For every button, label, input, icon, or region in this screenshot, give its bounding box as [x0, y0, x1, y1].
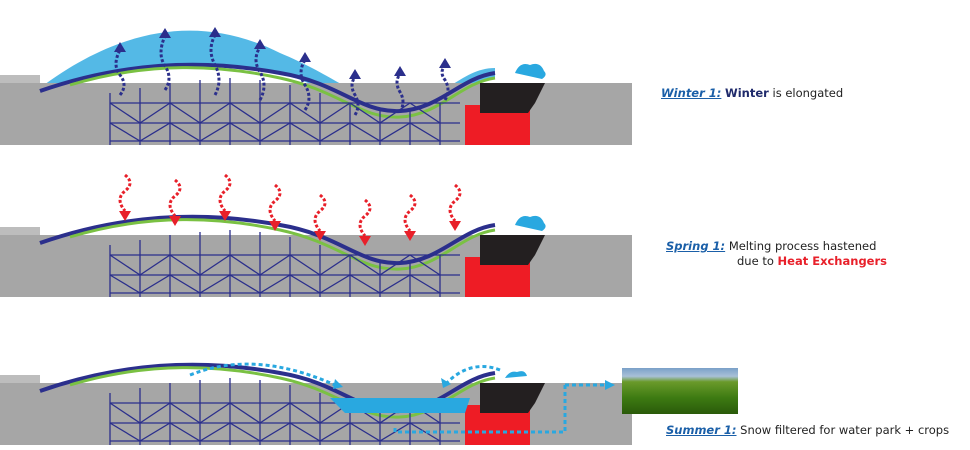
winter-highlight: Winter	[725, 86, 769, 100]
evaporation-arrows	[114, 34, 450, 116]
snow-mass	[40, 30, 495, 116]
winter-panel	[0, 30, 634, 147]
water-flow-arrows	[189, 362, 605, 434]
spring-text: Melting process hastened	[728, 239, 877, 253]
spring-panel	[0, 214, 634, 299]
winter-text: is elongated	[768, 86, 844, 100]
crops-photo	[622, 368, 738, 414]
summer-text: Snow filtered for water park + crops	[740, 423, 950, 437]
summer-panel	[0, 362, 634, 447]
winter-caption: Winter 1: Winter is elongated	[661, 86, 843, 101]
spring-caption: Spring 1: Melting process hastened due t…	[666, 239, 887, 269]
heat-arrows	[118, 173, 462, 237]
winter-season-label: Winter 1:	[661, 86, 722, 100]
snow-cloud	[515, 63, 546, 79]
spring-text-line2: due to	[737, 254, 778, 268]
spring-season-label: Spring 1:	[666, 239, 726, 253]
summer-caption: Summer 1: Snow filtered for water park +…	[666, 423, 949, 438]
summer-season-label: Summer 1:	[666, 423, 737, 437]
water-pool	[330, 398, 470, 413]
arrow-heads-up	[114, 27, 451, 79]
spring-highlight: Heat Exchangers	[777, 254, 887, 268]
